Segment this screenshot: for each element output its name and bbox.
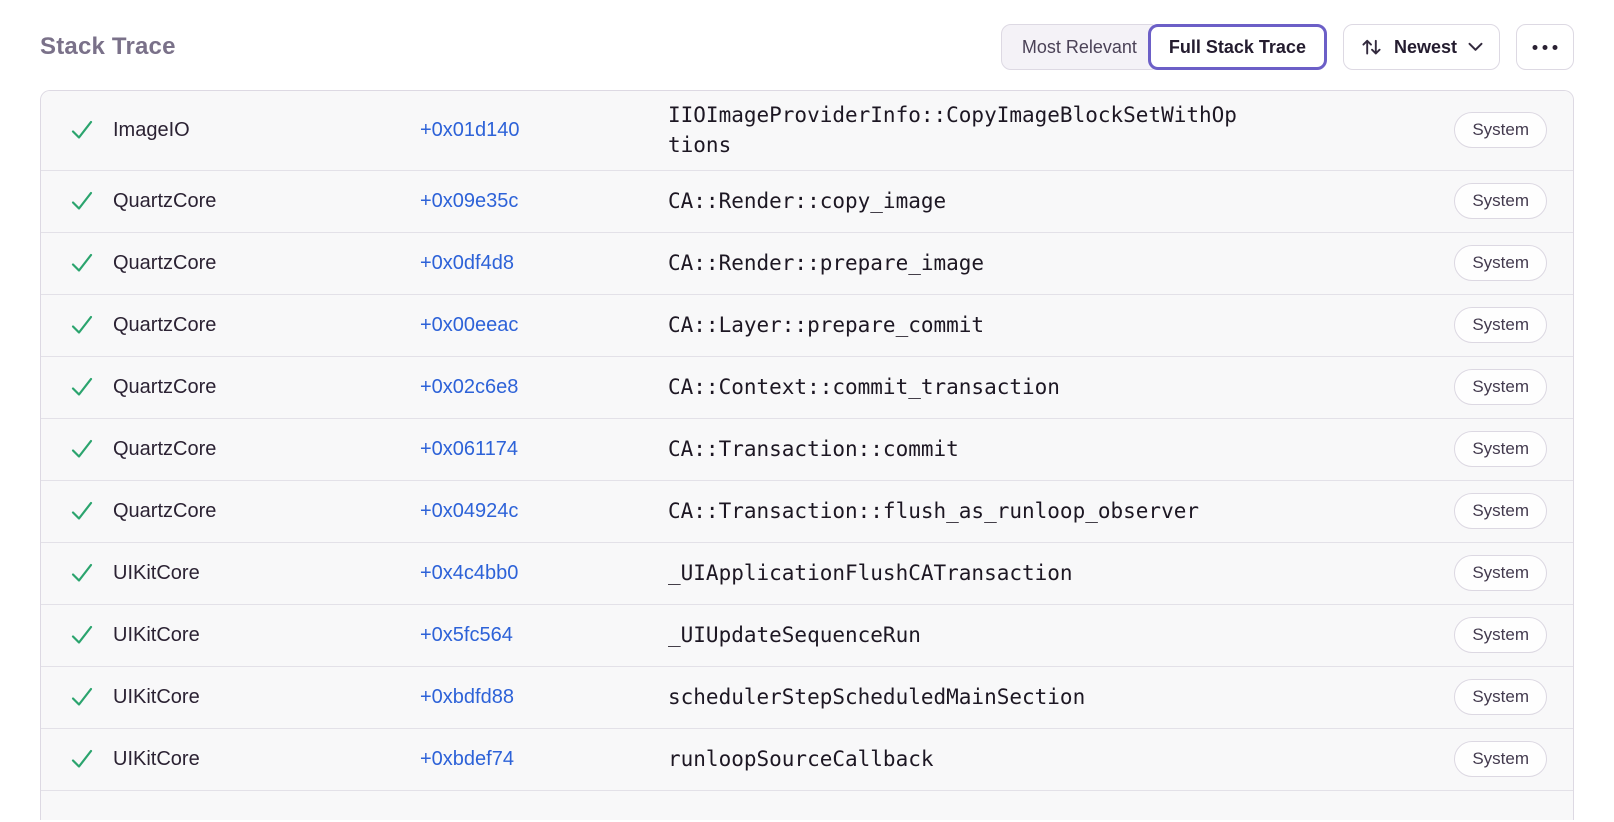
sort-arrows-icon — [1360, 36, 1383, 58]
check-icon — [69, 436, 95, 462]
header-controls: Most Relevant Full Stack Trace Newest — [1000, 24, 1574, 70]
frame-module: ImageIO — [113, 118, 190, 141]
most-relevant-button[interactable]: Most Relevant — [1000, 24, 1160, 70]
check-icon — [69, 498, 95, 524]
stack-frame-row[interactable]: UIKitCore +0x4c4bb0 _UIApplicationFlushCAT… — [41, 541, 1573, 604]
frame-address-link[interactable]: +0x4c4bb0 — [420, 561, 519, 584]
stack-frame-row[interactable]: ImageIO +0x01d140 IIOImageProviderInfo::Co… — [41, 91, 1573, 170]
frame-function: CA::Render::prepare_image — [668, 251, 985, 276]
frame-module: QuartzCore — [113, 313, 217, 336]
frame-function: IIOImageProviderInfo::CopyImageBlockSetW… — [668, 103, 1237, 158]
frame-function: CA::Transaction::commit — [668, 437, 959, 462]
page-title: Stack Trace — [40, 33, 176, 60]
frame-address-link[interactable]: +0xbdef74 — [420, 747, 514, 770]
stack-trace-table: ImageIO +0x01d140 IIOImageProviderInfo::Co… — [40, 90, 1574, 820]
frame-function: schedulerStepScheduledMainSection — [668, 685, 1086, 710]
frame-function: CA::Layer::prepare_commit — [668, 313, 985, 338]
frame-module: UIKitCore — [113, 561, 200, 584]
frame-module: UIKitCore — [113, 623, 200, 646]
chevron-down-icon — [1468, 42, 1483, 52]
frame-tag-badge: System — [1454, 679, 1547, 716]
check-icon — [69, 374, 95, 400]
stack-frame-row[interactable]: QuartzCore +0x09e35c CA::Render::copy_imag… — [41, 169, 1573, 232]
frame-function: runloopSourceCallback — [668, 747, 934, 772]
stack-frame-row[interactable]: QuartzCore +0x0df4d8 CA::Render::prepare_i… — [41, 231, 1573, 294]
frame-function: CA::Context::commit_transaction — [668, 375, 1060, 400]
stack-frame-row[interactable]: UIKitCore +0x5fc564 _UIUpdateSequenceRun Sy… — [41, 603, 1573, 666]
stack-frame-row[interactable]: UIKitCore +0xbdfd88 schedulerStepScheduled… — [41, 665, 1573, 728]
frame-module: QuartzCore — [113, 251, 217, 274]
ellipsis-icon — [1531, 44, 1559, 51]
frame-address-link[interactable]: +0x061174 — [420, 437, 519, 460]
stack-trace-header: Stack Trace Most Relevant Full Stack Tra… — [40, 0, 1574, 72]
frame-module: QuartzCore — [113, 437, 217, 460]
frame-function: _UIApplicationFlushCATransaction — [668, 561, 1073, 586]
frame-address-link[interactable]: +0x00eeac — [420, 313, 519, 336]
check-icon — [69, 746, 95, 772]
frame-module: QuartzCore — [113, 499, 217, 522]
stack-frame-row[interactable]: QuartzCore +0x04924c CA::Transaction::flus… — [41, 479, 1573, 542]
frame-address-link[interactable]: +0x04924c — [420, 499, 519, 522]
frame-tag-badge: System — [1454, 369, 1547, 406]
frame-function: _UIUpdateSequenceRun — [668, 623, 921, 648]
frame-address-link[interactable]: +0xbdfd88 — [420, 685, 514, 708]
check-icon — [69, 622, 95, 648]
frame-address-link[interactable]: +0x5fc564 — [420, 623, 513, 646]
frame-tag-badge: System — [1454, 183, 1547, 220]
stack-frame-row[interactable]: QuartzCore +0x02c6e8 CA::Context::commit_t… — [41, 355, 1573, 418]
more-options-button[interactable] — [1516, 24, 1574, 70]
frame-address-link[interactable]: +0x01d140 — [420, 118, 520, 141]
stack-frame-row-partial[interactable] — [41, 789, 1573, 820]
frame-tag-badge: System — [1454, 555, 1547, 592]
view-toggle: Most Relevant Full Stack Trace — [1000, 24, 1327, 70]
frame-function: CA::Transaction::flush_as_runloop_observ… — [668, 499, 1200, 524]
check-icon — [69, 560, 95, 586]
check-icon — [69, 117, 95, 143]
check-icon — [69, 684, 95, 710]
full-stack-trace-button[interactable]: Full Stack Trace — [1147, 24, 1327, 70]
sort-button[interactable]: Newest — [1342, 24, 1500, 70]
frame-function: CA::Render::copy_image — [668, 189, 947, 214]
frame-address-link[interactable]: +0x09e35c — [420, 189, 519, 212]
frame-module: QuartzCore — [113, 189, 217, 212]
stack-frame-row[interactable]: QuartzCore +0x061174 CA::Transaction::comm… — [41, 417, 1573, 480]
frame-tag-badge: System — [1454, 245, 1547, 282]
frame-tag-badge: System — [1454, 431, 1547, 468]
frame-tag-badge: System — [1454, 493, 1547, 530]
check-icon — [69, 312, 95, 338]
check-icon — [69, 250, 95, 276]
check-icon — [69, 188, 95, 214]
stack-frame-row[interactable]: UIKitCore +0xbdef74 runloopSourceCallback S… — [41, 727, 1573, 790]
frame-address-link[interactable]: +0x0df4d8 — [420, 251, 514, 274]
frame-address-link[interactable]: +0x02c6e8 — [420, 375, 519, 398]
frame-tag-badge: System — [1454, 741, 1547, 778]
stack-frame-row[interactable]: QuartzCore +0x00eeac CA::Layer::prepare_co… — [41, 293, 1573, 356]
frame-module: UIKitCore — [113, 747, 200, 770]
frame-tag-badge: System — [1454, 112, 1547, 149]
frame-module: UIKitCore — [113, 685, 200, 708]
sort-label: Newest — [1393, 36, 1457, 57]
frame-module: QuartzCore — [113, 375, 217, 398]
frame-tag-badge: System — [1454, 617, 1547, 654]
frame-tag-badge: System — [1454, 307, 1547, 344]
